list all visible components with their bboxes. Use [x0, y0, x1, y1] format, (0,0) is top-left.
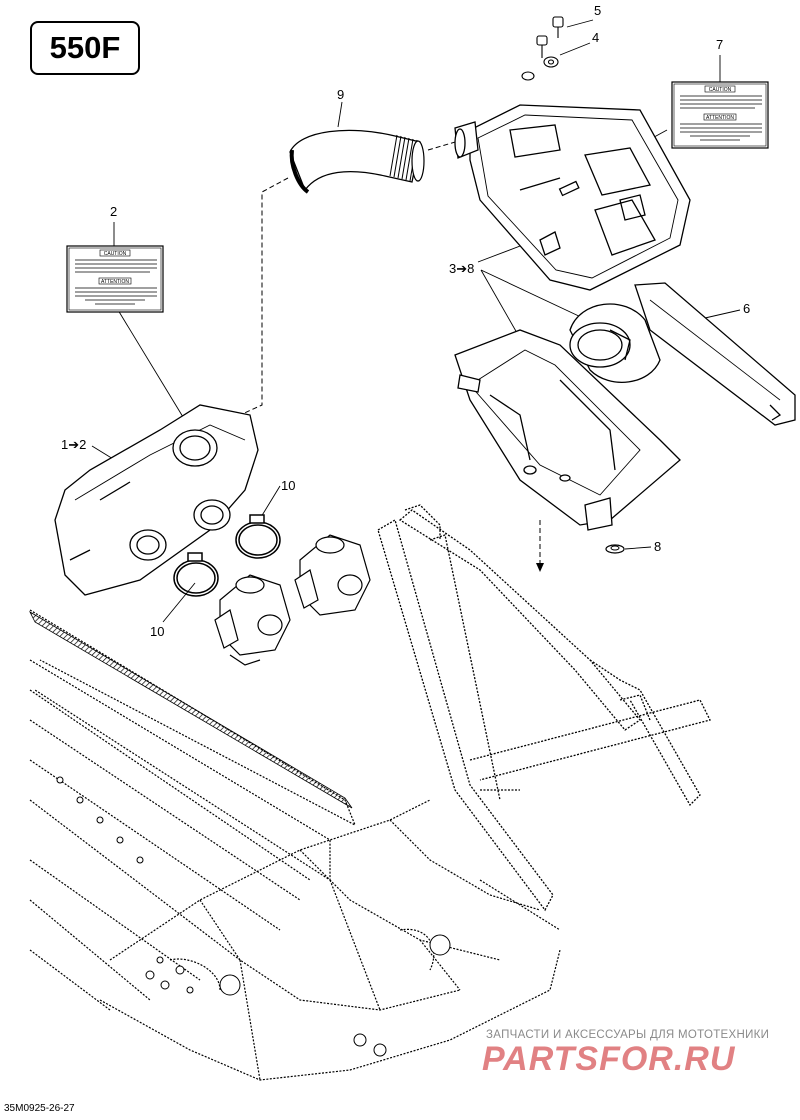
frame-structure	[377, 504, 711, 912]
callout-5: 5	[594, 3, 602, 18]
intake-boot	[569, 303, 661, 383]
foam-panel	[634, 282, 796, 426]
caution-decal-right	[671, 81, 769, 149]
watermark-logo: PARTSFOR.RU	[482, 1038, 792, 1083]
carburetors	[214, 534, 371, 666]
callout-6: 6	[743, 301, 751, 316]
attention-text-left: ATTENTION	[101, 279, 129, 285]
caution-text-left: CAUTION	[104, 251, 127, 257]
chassis-holes	[56, 776, 451, 1057]
watermark-subtitle: ЗАПЧАСТИ И АКСЕССУАРЫ ДЛЯ МОТОТЕХНИКИ	[486, 1029, 770, 1041]
callout-1-to-2: 1➔2	[61, 437, 87, 452]
callout-3-to-8: 3➔8	[449, 261, 475, 276]
air-box	[54, 404, 259, 596]
caution-decal-left	[66, 245, 164, 313]
callout-2: 2	[110, 204, 118, 219]
assembly-dashed-lines	[239, 139, 541, 565]
callout-4: 4	[592, 30, 600, 45]
chassis-tunnel	[29, 609, 561, 1081]
watermark-logo-text: PARTSFOR.RU	[482, 1040, 736, 1078]
caution-text-right: CAUTION	[709, 87, 732, 93]
callout-10-lower: 10	[150, 624, 165, 639]
screw-nut-group	[521, 16, 564, 81]
model-label: 550F	[30, 21, 140, 75]
callout-8: 8	[654, 539, 662, 554]
air-silencer-cover	[454, 104, 691, 291]
attention-text-right: ATTENTION	[706, 115, 734, 121]
air-silencer-base	[454, 329, 681, 531]
intake-hose	[289, 129, 425, 194]
callout-10-upper: 10	[281, 478, 296, 493]
hose-clamps	[173, 514, 281, 597]
track-rail	[29, 610, 353, 809]
diagram-code: 35M0925-26-27	[4, 1103, 75, 1114]
callout-9: 9	[337, 87, 345, 102]
arrow-down-icon	[536, 563, 544, 572]
callout-7: 7	[716, 37, 724, 52]
